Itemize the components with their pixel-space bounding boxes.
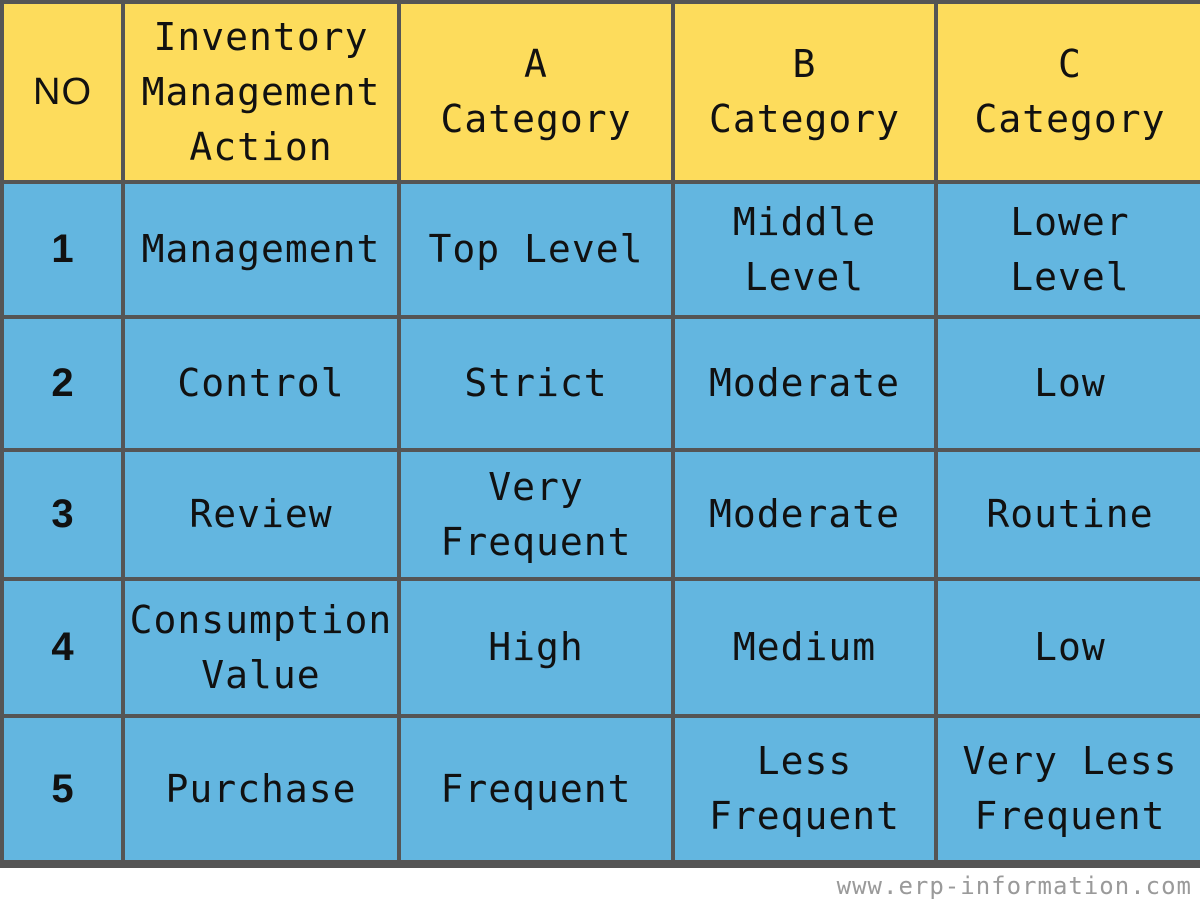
row-2-action: Control	[125, 319, 397, 448]
row-3-no: 3	[4, 452, 121, 577]
row-2-c-category: Low	[938, 319, 1200, 448]
row-3-c-category: Routine	[938, 452, 1200, 577]
row-4-c-category: Low	[938, 581, 1200, 714]
row-4-action: Consumption Value	[125, 581, 397, 714]
row-3-a-category: Very Frequent	[401, 452, 671, 577]
row-5-b-category: Less Frequent	[675, 718, 934, 860]
row-1-c-category: Lower Level	[938, 184, 1200, 315]
header-no: NO	[4, 4, 121, 180]
header-a-category: A Category	[401, 4, 671, 180]
header-c-category: C Category	[938, 4, 1200, 180]
row-4-no: 4	[4, 581, 121, 714]
row-5-c-category: Very Less Frequent	[938, 718, 1200, 860]
row-4-a-category: High	[401, 581, 671, 714]
row-1-no: 1	[4, 184, 121, 315]
row-1-a-category: Top Level	[401, 184, 671, 315]
row-5-action: Purchase	[125, 718, 397, 860]
row-3-action: Review	[125, 452, 397, 577]
row-5-no: 5	[4, 718, 121, 860]
header-b-category: B Category	[675, 4, 934, 180]
row-2-no: 2	[4, 319, 121, 448]
row-3-b-category: Moderate	[675, 452, 934, 577]
row-1-b-category: Middle Level	[675, 184, 934, 315]
row-1-action: Management	[125, 184, 397, 315]
row-2-b-category: Moderate	[675, 319, 934, 448]
row-2-a-category: Strict	[401, 319, 671, 448]
watermark-url: www.erp-information.com	[836, 872, 1192, 900]
row-5-a-category: Frequent	[401, 718, 671, 860]
header-inventory-management-action: Inventory Management Action	[125, 4, 397, 180]
abc-inventory-table: NO Inventory Management Action A Categor…	[0, 0, 1200, 868]
row-4-b-category: Medium	[675, 581, 934, 714]
